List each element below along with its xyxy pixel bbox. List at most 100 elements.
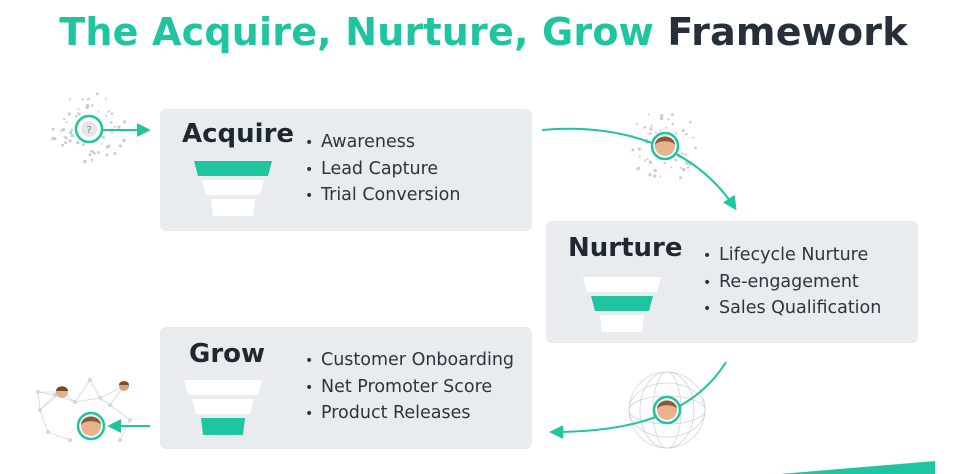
dot bbox=[96, 92, 99, 96]
dot bbox=[59, 129, 62, 132]
dot bbox=[638, 155, 641, 158]
peer-avatar-icon bbox=[56, 386, 68, 398]
list-item: •Trial Conversion bbox=[305, 185, 461, 205]
funnel-level-2 bbox=[202, 180, 264, 195]
dot bbox=[68, 130, 73, 135]
title-tail: Framework bbox=[667, 10, 908, 54]
dot bbox=[670, 113, 674, 117]
dot bbox=[684, 132, 688, 136]
network-edge bbox=[37, 391, 41, 411]
dot bbox=[108, 144, 111, 148]
funnel-level-1 bbox=[194, 161, 272, 176]
dot bbox=[637, 147, 641, 151]
dot bbox=[91, 104, 94, 107]
dot bbox=[87, 97, 90, 101]
list-item: •Customer Onboarding bbox=[305, 350, 515, 370]
dot bbox=[685, 162, 689, 166]
dot bbox=[117, 125, 121, 129]
grow-title: Grow bbox=[189, 339, 266, 369]
network-edge bbox=[99, 397, 111, 406]
dot bbox=[77, 108, 80, 111]
list-item: •Lifecycle Nurture bbox=[703, 245, 869, 265]
funnel-level-2 bbox=[591, 296, 653, 311]
network-node bbox=[68, 437, 73, 442]
network-node bbox=[46, 429, 51, 434]
dot bbox=[113, 152, 117, 155]
dot bbox=[650, 124, 653, 127]
dot bbox=[97, 110, 100, 113]
dot bbox=[649, 127, 653, 131]
dot bbox=[105, 153, 109, 157]
dot bbox=[110, 112, 114, 115]
dot bbox=[88, 153, 92, 157]
dot bbox=[70, 133, 74, 138]
funnel-level-1 bbox=[583, 277, 661, 292]
network-edge bbox=[37, 391, 56, 396]
acquire-funnel-icon bbox=[194, 161, 272, 216]
arrow-nurture-to-grow bbox=[549, 361, 727, 439]
list-item: •Lead Capture bbox=[305, 158, 439, 179]
dot bbox=[686, 166, 690, 169]
page-title: The Acquire, Nurture, Grow Framework bbox=[0, 10, 967, 54]
nurtured-avatar-icon bbox=[652, 395, 682, 425]
dot bbox=[665, 126, 668, 129]
list-item: •Net Promoter Score bbox=[305, 376, 493, 397]
dot bbox=[648, 173, 652, 177]
network-edge bbox=[119, 419, 131, 441]
funnel-level-3 bbox=[211, 199, 255, 216]
dot bbox=[681, 152, 684, 155]
dot bbox=[107, 110, 110, 113]
dot bbox=[90, 158, 93, 161]
dot bbox=[648, 132, 652, 136]
dot bbox=[105, 114, 108, 117]
dot bbox=[636, 123, 638, 126]
lead-avatar-icon bbox=[650, 131, 680, 161]
network-edge bbox=[47, 431, 71, 441]
dot bbox=[104, 97, 107, 100]
dot bbox=[92, 151, 96, 155]
list-item: •Re-engagement bbox=[703, 271, 859, 292]
funnel-level-1 bbox=[184, 380, 262, 395]
dot bbox=[63, 118, 66, 121]
dot bbox=[645, 138, 648, 141]
network-node bbox=[127, 417, 132, 422]
funnel-level-2 bbox=[192, 399, 254, 414]
peer-avatar-icon bbox=[119, 381, 129, 391]
dot bbox=[681, 128, 685, 132]
dot bbox=[123, 120, 127, 124]
dot bbox=[679, 166, 683, 169]
dot bbox=[67, 112, 71, 116]
network-edge bbox=[74, 379, 91, 403]
network-node bbox=[53, 392, 58, 397]
network-node bbox=[36, 389, 41, 394]
dot bbox=[100, 143, 103, 145]
dot bbox=[670, 166, 673, 169]
funnel-level-3 bbox=[201, 418, 245, 435]
acquire-list: •Awareness •Lead Capture •Trial Conversi… bbox=[305, 130, 460, 210]
dot bbox=[653, 168, 657, 173]
network-node bbox=[88, 377, 93, 382]
dot bbox=[671, 122, 675, 126]
dot bbox=[90, 160, 93, 163]
network-node bbox=[73, 399, 78, 404]
dot bbox=[109, 121, 113, 124]
dot bbox=[659, 129, 662, 132]
question-mark-icon: ? bbox=[86, 125, 91, 136]
visitor-dot-cloud bbox=[51, 92, 127, 164]
dot bbox=[679, 176, 682, 180]
dot bbox=[83, 159, 87, 164]
dot bbox=[70, 129, 73, 132]
dot bbox=[81, 98, 84, 101]
network-edge bbox=[39, 409, 49, 433]
funnel-level-3 bbox=[600, 315, 644, 332]
dot bbox=[659, 175, 662, 178]
dot bbox=[653, 174, 657, 178]
network-node bbox=[38, 407, 43, 412]
dot bbox=[51, 127, 55, 131]
network-node bbox=[98, 395, 103, 400]
network-edge bbox=[109, 404, 131, 421]
dot bbox=[648, 160, 653, 164]
dot bbox=[65, 121, 68, 124]
dot bbox=[110, 131, 114, 134]
list-item: •Sales Qualification bbox=[703, 298, 882, 318]
